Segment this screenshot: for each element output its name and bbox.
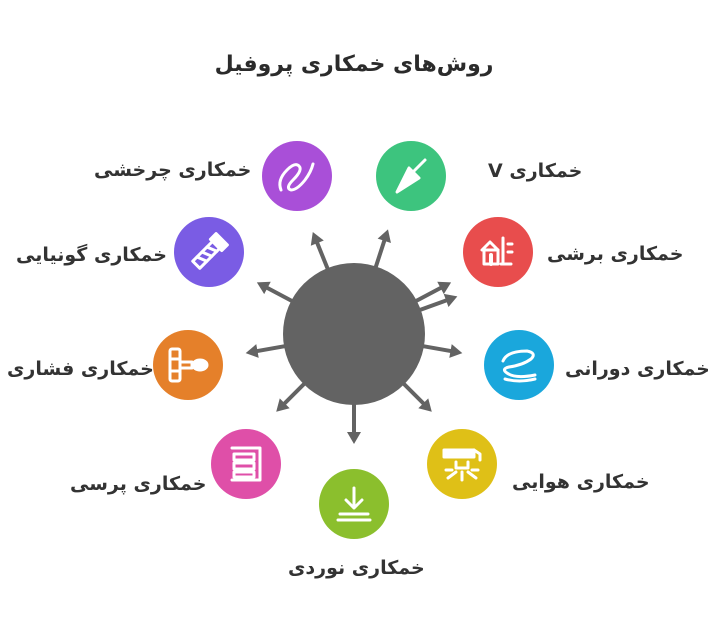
arrow-shaft-v — [372, 236, 388, 272]
arrow-shaft-spin — [313, 238, 332, 274]
label-air-bending: خمکاری هوایی — [512, 471, 650, 493]
label-roll-bending: خمکاری نوردی — [288, 557, 425, 579]
arrow-shaft-compression — [253, 343, 290, 354]
arrow-head-extra — [443, 293, 458, 308]
node-roll-bending — [319, 469, 389, 539]
download-icon — [336, 486, 372, 522]
arrow-shaft-cut — [411, 284, 445, 305]
arrow-head-v — [377, 229, 391, 243]
node-press-bending — [211, 429, 281, 499]
node-rotary-bending — [484, 330, 554, 400]
arrow-head-roll — [347, 432, 361, 444]
diagram-title: روش‌های خمکاری پروفیل — [214, 52, 494, 77]
angular-bending-circle — [174, 217, 244, 287]
arrow-head-compression — [245, 344, 259, 358]
air-press-icon — [442, 448, 482, 482]
node-angular-bending — [174, 217, 244, 287]
press-icon — [230, 446, 262, 482]
arrow-shaft-air — [399, 379, 428, 408]
node-cut-bending — [463, 217, 533, 287]
arrow-shaft-press — [280, 379, 309, 408]
node-spin-bending — [262, 141, 332, 211]
label-v-bending: خمکاری V — [488, 160, 583, 182]
arrow-shaft-angular — [263, 284, 297, 305]
node-air-bending — [427, 429, 497, 499]
label-press-bending: خمکاری پرسی — [70, 473, 207, 495]
arrow-head-rotary — [449, 344, 463, 358]
spiral-icon — [501, 349, 537, 383]
label-rotary-bending: خمکاری دورانی — [565, 358, 708, 380]
node-v-bending — [376, 141, 446, 211]
arrow-head-press — [276, 398, 290, 412]
node-compression-bending — [153, 330, 223, 400]
label-compression-bending: خمکاری فشاری — [7, 358, 154, 380]
center-hub — [283, 263, 425, 405]
cutter-icon — [480, 236, 514, 266]
arrow-head-spin — [310, 232, 324, 246]
arrow-shaft-extra — [415, 297, 451, 314]
arrow-head-angular — [256, 281, 271, 295]
label-angular-bending: خمکاری گونیایی — [16, 244, 167, 266]
air-bending-circle — [427, 429, 497, 499]
arrow-shaft-rotary — [418, 343, 455, 354]
trowel-icon — [395, 158, 427, 194]
label-cut-bending: خمکاری برشی — [547, 243, 684, 265]
arrow-head-cut — [437, 281, 452, 295]
label-spin-bending: خمکاری چرخشی — [94, 159, 252, 181]
compression-bending-circle — [153, 330, 223, 400]
hydraulic-icon — [168, 347, 209, 383]
squiggle-icon — [278, 162, 315, 192]
bolt-icon — [191, 232, 229, 270]
arrow-head-air — [418, 398, 432, 412]
